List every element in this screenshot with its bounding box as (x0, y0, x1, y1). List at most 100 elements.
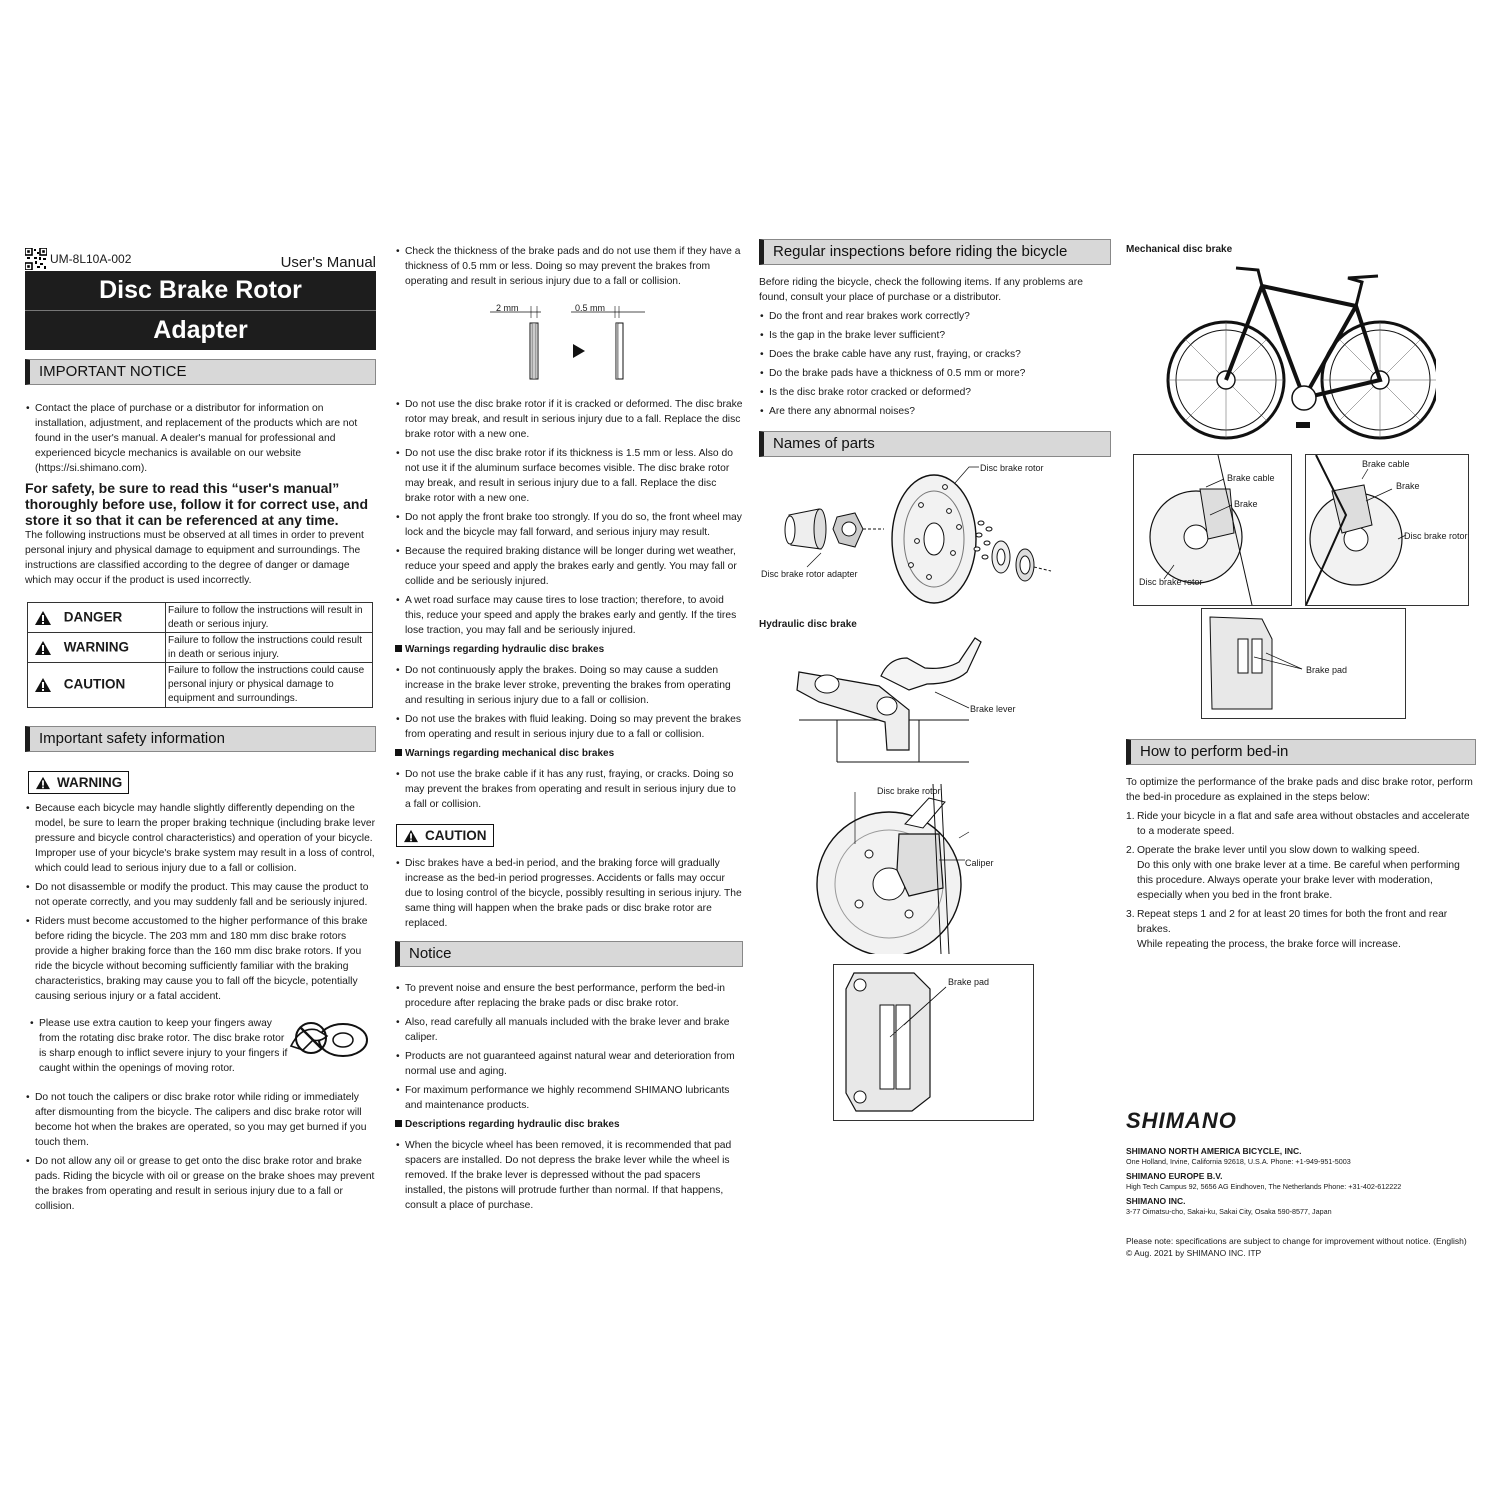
caution-badge: CAUTION (396, 824, 494, 847)
bedin-step-3: 3. Repeat steps 1 and 2 for at least 20 … (1126, 907, 1476, 952)
doc-header: UM-8L10A-002 User's Manual (25, 246, 376, 270)
footer-note: Please note: specifications are subject … (1126, 1236, 1467, 1246)
hazard-row-danger: DANGER Failure to follow the instruction… (27, 602, 373, 633)
rotor-item-2: Do not use the disc brake rotor if its t… (395, 446, 743, 506)
column-3: Regular inspections before riding the bi… (759, 239, 1111, 1121)
inspection-item-2: Is the gap in the brake lever sufficient… (759, 328, 1111, 343)
inspections-intro: Before riding the bicycle, check the fol… (759, 277, 1083, 303)
warning-item-4: Please use extra caution to keep your fi… (29, 1016, 289, 1076)
label-brake-cable-left: Brake cable (1227, 473, 1275, 483)
pad-thickness-figure: 2 mm 0.5 mm (395, 293, 743, 388)
safety-lead: For safety, be sure to read this “user's… (25, 480, 369, 528)
bedin-step-1-text: Ride your bicycle in a flat and safe are… (1137, 811, 1470, 837)
label-brake-pad-mech: Brake pad (1306, 665, 1348, 675)
rotor-item-3: Do not apply the front brake too strongl… (395, 510, 743, 540)
hazard-text-warning: Failure to follow the instructions could… (165, 632, 373, 663)
inspection-item-4: Do the brake pads have a thickness of 0.… (759, 366, 1111, 381)
brake-lever-figure: Brake lever (759, 632, 1111, 772)
company-3: SHIMANO INC. 3-77 Oimatsu-cho, Sakai-ku,… (1126, 1196, 1476, 1217)
bedin-step-3-text: Repeat steps 1 and 2 for at least 20 tim… (1137, 909, 1448, 935)
label-brake-cable-right: Brake cable (1362, 459, 1410, 469)
hazard-table: DANGER Failure to follow the instruction… (27, 602, 373, 708)
exploded-view-figure: Disc brake rotor Disc brake rotor adapte… (759, 457, 1111, 617)
label-brake-pad: Brake pad (948, 977, 990, 987)
safety-heading: Important safety information (25, 726, 376, 752)
rear-brake-inset: Brake cable Brake Disc brake rotor (1305, 454, 1469, 606)
rotor-item-1: Do not use the disc brake rotor if it is… (395, 397, 743, 442)
company-2-address: High Tech Campus 92, 5656 AG Eindhoven, … (1126, 1182, 1402, 1191)
label-brake-lever: Brake lever (970, 704, 1016, 714)
pad-thickness-diagram (490, 306, 645, 380)
inspection-item-6: Are there any abnormal noises? (759, 404, 1111, 419)
bedin-step-3-detail: While repeating the process, the brake f… (1137, 939, 1401, 950)
hazard-row-warning: WARNING Failure to follow the instructio… (27, 632, 373, 663)
notice-item-3: Products are not guaranteed against natu… (395, 1049, 743, 1079)
brake-pad-diagram (845, 972, 947, 1112)
hydraulic-warnings-heading: Warnings regarding hydraulic disc brakes (395, 642, 743, 657)
bedin-intro: To optimize the performance of the brake… (1126, 777, 1473, 803)
rotor-item-4: Because the required braking distance wi… (395, 544, 743, 589)
page-title-line-1: Disc Brake Rotor (25, 271, 376, 311)
caution-badge-label: CAUTION (425, 828, 487, 843)
caliper-figure: Disc brake rotor Caliper (759, 783, 1111, 957)
hydraulic-item-1: Do not continuously apply the brakes. Do… (395, 663, 743, 708)
bedin-step-2-text: Operate the brake lever until you slow d… (1137, 845, 1420, 856)
bedin-step-1-number: 1. (1126, 811, 1135, 822)
label-caliper: Caliper (965, 858, 994, 868)
warning-item-3: Riders must become accustomed to the hig… (25, 914, 376, 1004)
exploded-view-diagram (784, 466, 1052, 604)
warning-triangle-icon (404, 829, 418, 842)
bicycle-illustration (1166, 266, 1436, 440)
mechanical-warnings-heading: Warnings regarding mechanical disc brake… (395, 746, 743, 761)
company-1: SHIMANO NORTH AMERICA BICYCLE, INC. One … (1126, 1146, 1476, 1167)
footer: SHIMANO SHIMANO NORTH AMERICA BICYCLE, I… (1126, 1108, 1476, 1259)
mechanical-pad-inset: Brake pad (1201, 608, 1406, 719)
warning-badge-label: WARNING (57, 775, 123, 790)
caution-item-1: Disc brakes have a bed-in period, and th… (395, 856, 743, 931)
company-1-address: One Holland, Irvine, California 92618, U… (1126, 1157, 1351, 1166)
hazard-label-caution: CAUTION (63, 676, 126, 692)
warning-item-5: Do not touch the calipers or disc brake … (25, 1090, 376, 1150)
label-rotor-adapter: Disc brake rotor adapter (761, 569, 858, 579)
bedin-step-2: 2. Operate the brake lever until you slo… (1126, 843, 1476, 903)
inspections-heading: Regular inspections before riding the bi… (759, 239, 1111, 265)
mechanical-pad-diagram (1209, 616, 1303, 710)
warning-triangle-icon (35, 640, 51, 655)
warning-item-2: Do not disassemble or modify the product… (25, 880, 376, 910)
bedin-heading: How to perform bed-in (1126, 739, 1476, 765)
inspection-item-3: Does the brake cable have any rust, fray… (759, 347, 1111, 362)
warning-triangle-icon (35, 678, 51, 692)
label-brake-left: Brake (1234, 499, 1258, 509)
front-brake-inset: Brake cable Brake Disc brake rotor (1133, 454, 1292, 606)
warning-item-1: Because each bicycle may handle slightly… (25, 801, 376, 876)
bedin-step-2-detail: Do this only with one brake lever at a t… (1137, 860, 1460, 901)
warning-triangle-icon (36, 776, 50, 789)
hazard-row-caution: CAUTION Failure to follow the instructio… (27, 662, 373, 708)
safety-intro: The following instructions must be obser… (25, 530, 364, 586)
bedin-step-3-number: 3. (1126, 909, 1135, 920)
notice-item-1: To prevent noise and ensure the best per… (395, 981, 743, 1011)
brake-pad-inset: Brake pad (833, 964, 1034, 1121)
qr-code-icon (25, 248, 47, 270)
page-title-line-2: Adapter (153, 316, 248, 344)
caliper-diagram (816, 783, 970, 957)
pad-thickness-item: Check the thickness of the brake pads an… (395, 244, 743, 289)
company-2: SHIMANO EUROPE B.V. High Tech Campus 92,… (1126, 1171, 1476, 1192)
company-3-address: 3-77 Oimatsu-cho, Sakai-ku, Sakai City, … (1126, 1207, 1332, 1216)
doc-code: UM-8L10A-002 (50, 251, 132, 266)
front-brake-diagram (1149, 454, 1253, 606)
label-brake-right: Brake (1396, 481, 1420, 491)
company-2-name: SHIMANO EUROPE B.V. (1126, 1171, 1223, 1181)
label-rotor-right: Disc brake rotor (1404, 531, 1468, 541)
hydraulic-descriptions-heading: Descriptions regarding hydraulic disc br… (395, 1117, 743, 1132)
warning-triangle-icon (35, 610, 51, 625)
mechanical-item-1: Do not use the brake cable if it has any… (395, 767, 743, 812)
label-disc-brake-rotor: Disc brake rotor (980, 463, 1044, 473)
hazard-label-danger: DANGER (63, 609, 123, 625)
column-1: UM-8L10A-002 User's Manual Disc Brake Ro… (25, 246, 376, 1218)
parts-heading: Names of parts (759, 431, 1111, 457)
column-4: Mechanical disc brake Brake (1126, 242, 1478, 1258)
notice-bullet: Contact the place of purchase or a distr… (25, 401, 376, 476)
label-disc-brake-rotor: Disc brake rotor (877, 786, 941, 796)
hydraulic-title: Hydraulic disc brake (759, 619, 857, 630)
